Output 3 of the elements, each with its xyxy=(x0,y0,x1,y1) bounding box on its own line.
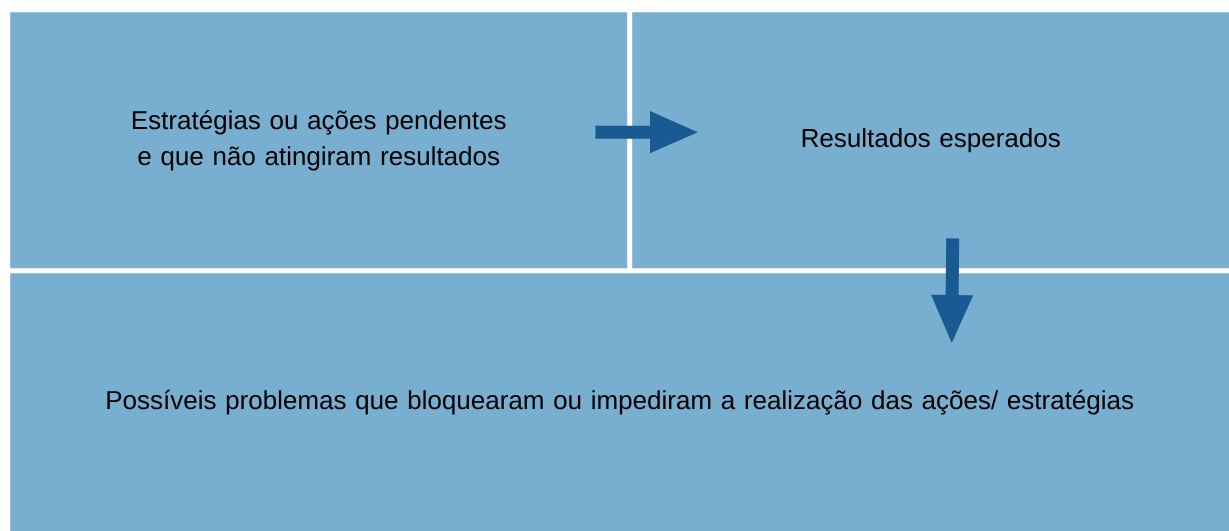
text-box: Resultados esperados xyxy=(632,12,1229,269)
text-box: Estratégias ou ações pendentes e que não atingiram resultados xyxy=(10,12,628,269)
text-box: Possíveis problemas que bloquearam ou impediram a realização das ações/ estratégias xyxy=(10,273,1229,531)
